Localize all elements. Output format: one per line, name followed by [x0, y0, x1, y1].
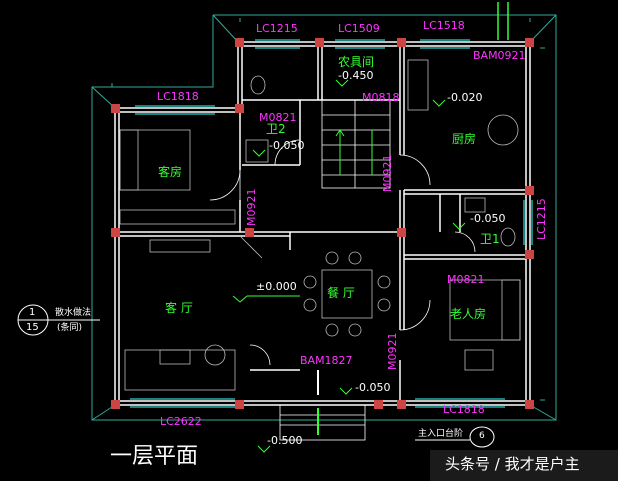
door-label-m0921-kitchen: M0921	[381, 154, 394, 193]
level-living: ±0.000	[256, 280, 297, 293]
detail-symbol	[17, 304, 100, 336]
room-label-living: 客 厅	[165, 301, 193, 315]
drainpipe	[497, 2, 509, 40]
staircase	[321, 99, 391, 189]
window-label-lc2622: LC2622	[160, 415, 202, 428]
door-label-m0818: M0818	[362, 91, 400, 104]
door-label-m0821-wc2: M0821	[259, 111, 297, 124]
drawing-title: 一层平面	[110, 444, 199, 469]
room-label-guest-room: 客房	[158, 165, 183, 179]
door-label-m0921-guest: M0921	[245, 188, 258, 227]
detail-sheet-number: 15	[26, 322, 39, 333]
door-label-bam1827: BAM1827	[300, 354, 353, 367]
entrance-ref-number: 6	[479, 431, 485, 441]
level-entry: -0.050	[355, 381, 391, 394]
level-kitchen: -0.020	[447, 91, 483, 104]
window-label-lc1518: LC1518	[423, 19, 465, 32]
room-label-wc2: 卫2	[266, 122, 286, 136]
detail-number: 1	[29, 307, 36, 318]
room-label-wc1: 卫1	[480, 232, 500, 246]
entrance-steps	[279, 404, 366, 441]
level-wc2: -0.050	[269, 139, 305, 152]
windows	[130, 39, 533, 408]
entrance-label: 主入口台阶	[418, 429, 464, 439]
door-label-bam0921: BAM0921	[473, 49, 526, 62]
room-label-kitchen: 厨房	[452, 132, 477, 146]
detail-text-sub: (条同)	[57, 323, 83, 333]
door-label-m0921-elder: M0921	[386, 332, 399, 371]
level-markers	[232, 79, 466, 453]
eave-outline	[91, 14, 557, 421]
door-swings	[209, 139, 476, 366]
entrance-ref-symbol	[415, 426, 495, 448]
window-label-lc1215-right: LC1215	[535, 198, 548, 240]
level-wc1: -0.050	[470, 212, 506, 225]
window-label-lc1818-bottom: LC1818	[443, 403, 485, 416]
stair-arrows	[335, 129, 373, 175]
columns	[111, 38, 534, 409]
furniture	[119, 59, 521, 391]
watermark-bg	[430, 450, 618, 481]
window-label-lc1818-left: LC1818	[157, 90, 199, 103]
window-label-lc1509: LC1509	[338, 22, 380, 35]
detail-text: 散水做法	[55, 308, 92, 318]
watermark: 头条号 / 我才是户主	[445, 455, 580, 473]
room-label-elder-room: 老人房	[450, 307, 487, 321]
level-storage: -0.450	[338, 69, 374, 82]
door-label-m0821-elder: M0821	[447, 273, 485, 286]
level-outside: -0.500	[267, 434, 303, 447]
room-label-storage: 农具间	[338, 55, 375, 69]
room-label-dining: 餐 厅	[327, 286, 355, 300]
window-label-lc1215-top: LC1215	[256, 22, 298, 35]
